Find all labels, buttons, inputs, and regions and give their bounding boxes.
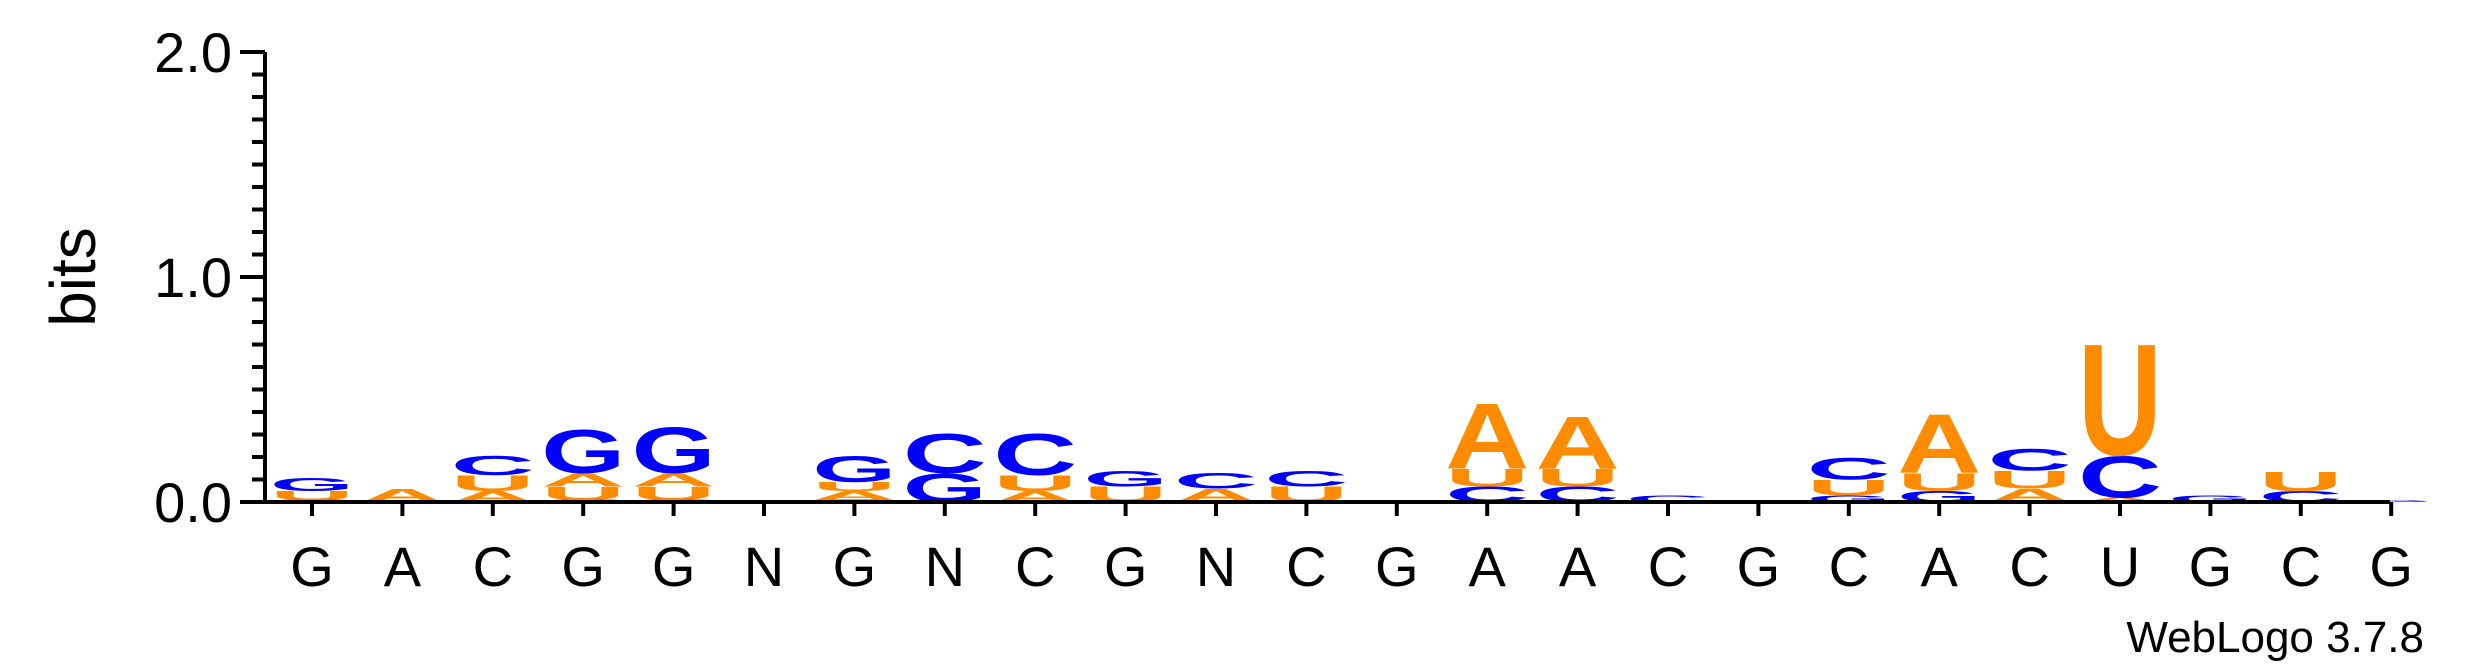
logo-letter-U: U [270,488,354,502]
x-tick-label: G [652,535,696,598]
logo-letter-A: A [812,488,896,502]
logo-letter-C: C [903,422,987,485]
x-tick-label: G [290,535,334,598]
logo-letter-A: A [541,469,625,490]
logo-letter-U: U [451,471,535,496]
x-tick-label: C [473,535,513,598]
logo-letter-A: A [632,469,716,490]
logo-letter-G: G [812,448,896,490]
y-axis-label: bits [37,227,109,327]
logo-letter-G: G [1084,466,1168,491]
x-tick-label: C [1648,535,1688,598]
logo-letter-U: U [1988,466,2072,494]
logo-letter-A: A [1445,384,1529,489]
logo-letter-C: C [1626,494,1710,504]
logo-letter-A: A [1536,400,1620,484]
x-tick-label: A [384,535,422,598]
x-tick-label: G [2189,535,2233,598]
y-tick-label: 1.0 [154,246,232,309]
logo-letter-A: A [2078,496,2162,503]
logo-letter-U: U [993,471,1077,496]
x-tick-label: A [1469,535,1507,598]
x-tick-label: N [744,535,784,598]
logo-letter-C: C [1264,466,1348,491]
logo-letter-U: U [2078,311,2162,489]
logo-letter-C: C [993,421,1077,488]
y-tick-label: 2.0 [154,21,232,84]
x-tick-label: N [925,535,965,598]
x-tick-label: G [1737,535,1781,598]
x-tick-label: G [833,535,877,598]
x-tick-label: G [2369,535,2413,598]
x-tick-label: C [1829,535,1869,598]
y-tick-label: 0.0 [154,471,232,534]
x-tick-label: N [1196,535,1236,598]
logo-letter-C: C [1807,452,1891,487]
logo-letter-U: U [812,479,896,493]
x-tick-label: G [561,535,605,598]
logo-letter-U: U [2259,465,2343,497]
logo-letter-G: G [632,413,716,486]
x-tick-label: C [1286,535,1326,598]
x-tick-label: G [1375,535,1419,598]
y-axis-ticks: 0.0 1.0 2.0 [154,21,265,534]
logo-letter-G: G [2168,494,2252,504]
x-tick-label: C [1015,535,1055,598]
x-tick-label: A [1559,535,1597,598]
logo-letter-C: C [451,449,535,481]
logo-letter-G: G [270,474,354,495]
logo-letter-G: G [1807,494,1891,504]
logo-letter-U: U [632,483,716,504]
x-tick-label: U [2100,535,2140,598]
x-tick-label: A [1921,535,1959,598]
x-tick-label: G [1104,535,1148,598]
x-tick-label: C [2281,535,2321,598]
logo-letter-U: U [1445,464,1529,492]
weblogo-credit: WebLogo 3.7.8 [2126,613,2424,662]
logo-letter-U: U [541,483,625,504]
logo-letter-U: U [1897,468,1981,496]
logo-letter-C: C [1174,469,1258,494]
logo-letter-U: U [1536,464,1620,492]
logo-letter-G: G [2349,499,2433,502]
logo-letter-C: C [2078,443,2162,510]
logo-letter-A: A [1897,396,1981,491]
x-tick-label: C [2009,535,2049,598]
logo-letter-C: C [1988,443,2072,478]
logo-letter-G: G [541,416,625,486]
logo-letter-U: U [1807,475,1891,500]
